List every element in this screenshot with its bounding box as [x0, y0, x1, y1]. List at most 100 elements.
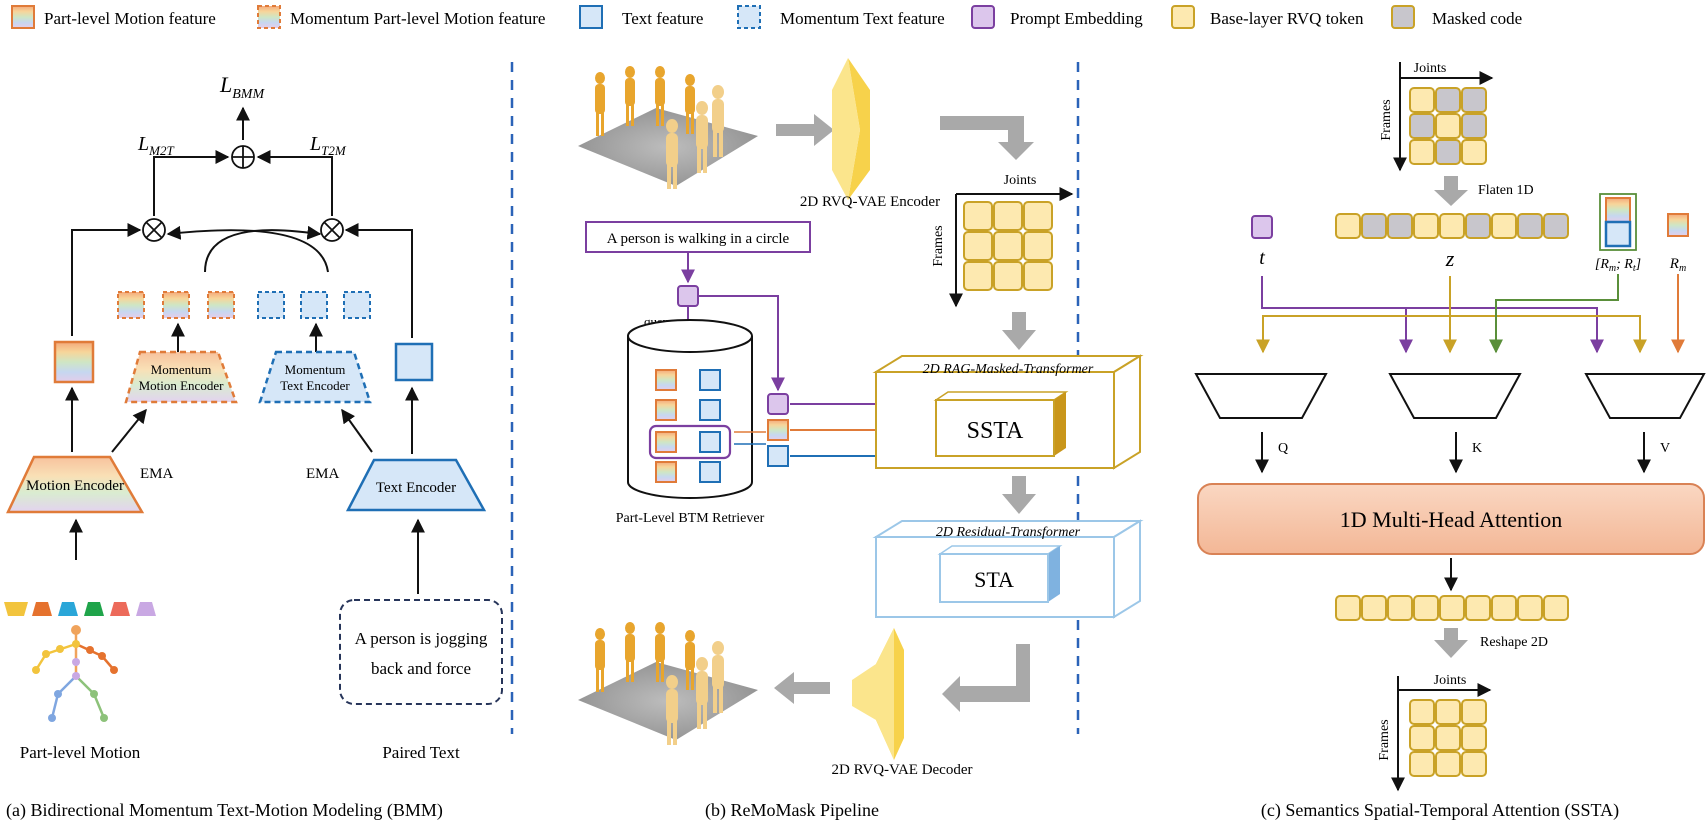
db-text-feature [699, 461, 721, 483]
legend-base-token-label: Base-layer RVQ token [1210, 9, 1364, 28]
grid-b-token [993, 261, 1023, 291]
prompt-embedding-b [677, 285, 699, 307]
prompt-embedding-t [1251, 215, 1273, 239]
t-label: t [1259, 247, 1265, 269]
text-encoder [345, 458, 487, 512]
db-text-feature [699, 399, 721, 421]
ssta-label: SSTA [967, 418, 1024, 444]
k-label: K [1472, 441, 1482, 456]
skeleton-icon [32, 625, 118, 722]
legend-masked-code-label: Masked code [1432, 9, 1522, 28]
legend-momentum-text-swatch [737, 5, 761, 29]
momentum-text-encoder [258, 350, 372, 404]
masked-token [1435, 87, 1461, 113]
joints-top-label: Joints [1414, 61, 1447, 76]
reshaped-token [1461, 725, 1487, 751]
arrow-encoder-to-grid [940, 116, 1034, 160]
output-token [1465, 595, 1491, 621]
flatten-label: Flaten 1D [1478, 183, 1534, 198]
base-token [1491, 213, 1517, 239]
rvq-encoder-label: 2D RVQ-VAE Encoder [800, 194, 940, 210]
multi-head-attention [1197, 483, 1705, 555]
q-label: Q [1278, 441, 1288, 456]
rvq-decoder-label: 2D RVQ-VAE Decoder [832, 762, 973, 778]
masked-token [1387, 213, 1413, 239]
grid-b-token [993, 231, 1023, 261]
arrow-to-encoder [776, 114, 834, 146]
legend-momentum-part-motion-swatch [257, 5, 281, 29]
value-projection [1584, 373, 1706, 419]
legend-prompt-embedding-swatch [971, 5, 995, 29]
key-projection [1388, 373, 1522, 419]
loss-m2t: LM2T [137, 133, 174, 158]
svg-text:back and force: back and force [371, 659, 471, 678]
loss-bmm: LBMM [219, 72, 265, 102]
grid-b-token [963, 201, 993, 231]
db-motion-feature [655, 461, 677, 483]
reshaped-token [1409, 725, 1435, 751]
legend-momentum-part-motion-label: Momentum Part-level Motion feature [290, 9, 545, 28]
arrow-to-output-scene [774, 672, 830, 704]
svg-text:Joints: Joints [1004, 173, 1037, 188]
panel-a: LBMM LM2T LT2M [4, 72, 503, 821]
grid-c-top-cells [1409, 87, 1487, 165]
reshaped-token [1461, 699, 1487, 725]
legend-prompt-embedding-label: Prompt Embedding [1010, 9, 1143, 28]
db-motion-feature [655, 369, 677, 391]
caption-c: (c) Semantics Spatial-Temporal Attention… [1261, 800, 1619, 821]
r-concat-label: [Rm; Rt] [1595, 257, 1641, 274]
ema-right: EMA [306, 466, 340, 482]
token-grid-b: Joints Frames [931, 173, 1074, 308]
grid-b-cells [963, 201, 1053, 291]
output-token [1543, 595, 1569, 621]
base-token [1461, 139, 1487, 165]
masked-token [1517, 213, 1543, 239]
reshape-label: Reshape 2D [1480, 635, 1548, 650]
masked-token [1361, 213, 1387, 239]
caption-a: (a) Bidirectional Momentum Text-Motion M… [6, 800, 443, 821]
base-token [1335, 213, 1361, 239]
masked-token [1461, 87, 1487, 113]
grid-b-token [963, 261, 993, 291]
reshaped-token [1435, 751, 1461, 777]
masked-token [1461, 113, 1487, 139]
database-items [655, 369, 721, 483]
retriever-database [627, 319, 753, 499]
legend-part-motion-label: Part-level Motion feature [44, 9, 216, 28]
legend-momentum-text-label: Momentum Text feature [780, 9, 945, 28]
base-token [1409, 87, 1435, 113]
arrow-to-decoder [942, 644, 1030, 712]
ema-left: EMA [140, 466, 174, 482]
masked-token [1543, 213, 1569, 239]
prompt-text-box [585, 221, 811, 253]
retriever-label: Part-Level BTM Retriever [616, 511, 765, 526]
momentum-motion-features [117, 291, 235, 319]
svg-text:Text Encoder: Text Encoder [376, 480, 456, 496]
svg-text:1D Multi-Head Attention: 1D Multi-Head Attention [1340, 507, 1562, 532]
rm-feature [1667, 213, 1689, 237]
svg-text:Momentum: Momentum [151, 362, 212, 377]
motion-scene-top [578, 66, 758, 189]
panel-b: 2D RVQ-VAE Encoder Joints Frames A perso… [578, 58, 1144, 821]
frames-top-label: Frames [1379, 99, 1394, 140]
text-feature [394, 342, 434, 382]
masked-token [1465, 213, 1491, 239]
momentum-motion-encoder [124, 350, 238, 404]
flattened-token-row [1335, 213, 1569, 239]
legend-text-feature-label: Text feature [622, 9, 703, 28]
reshaped-token [1435, 699, 1461, 725]
legend-masked-code-swatch [1391, 5, 1415, 29]
svg-text:Momentum: Momentum [285, 362, 346, 377]
part-level-motion-label: Part-level Motion [20, 743, 141, 762]
legend-base-token-swatch [1171, 5, 1195, 29]
loss-t2m: LT2M [309, 133, 347, 158]
db-text-feature [699, 431, 721, 453]
output-token [1439, 595, 1465, 621]
base-token [1435, 113, 1461, 139]
query-projection [1194, 373, 1328, 419]
output-token [1387, 595, 1413, 621]
legend: Part-level Motion feature Momentum Part-… [11, 5, 1522, 29]
reshaped-token [1409, 751, 1435, 777]
z-label: z [1445, 246, 1455, 271]
